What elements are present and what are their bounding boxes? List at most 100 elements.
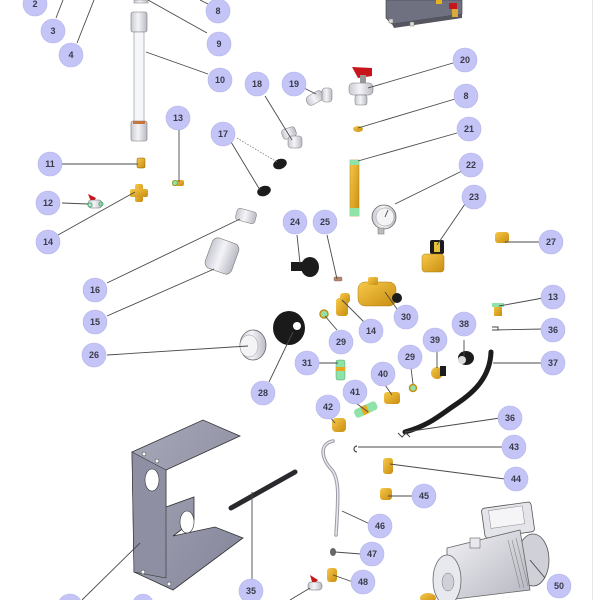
leader-line (264, 95, 293, 141)
callout-bubble[interactable] (315, 394, 341, 420)
callout-bubble[interactable] (397, 344, 423, 370)
callout-bubble[interactable] (342, 379, 368, 405)
callout-bubble[interactable] (165, 105, 191, 131)
callout-bubble-partial[interactable] (132, 593, 154, 605)
callout-28[interactable]: 28 (250, 380, 276, 406)
callout-bubble[interactable] (282, 209, 308, 235)
callout-45[interactable]: 45 (411, 483, 437, 509)
callout-bubble[interactable] (35, 190, 61, 216)
callout-bubble[interactable] (538, 229, 564, 255)
callout-bubble[interactable] (205, 0, 231, 24)
callout-bubble[interactable] (281, 71, 307, 97)
callout-bubble[interactable] (359, 541, 385, 567)
callout-2[interactable]: 2 (22, 0, 48, 17)
callout-10[interactable]: 10 (207, 67, 233, 93)
callout-bubble[interactable] (501, 434, 527, 460)
callout-29[interactable]: 29 (397, 344, 423, 370)
callout-bubble[interactable] (370, 361, 396, 387)
callout-40[interactable]: 40 (370, 361, 396, 387)
callout-37[interactable]: 37 (540, 350, 566, 376)
callout-50[interactable]: 50 (546, 573, 572, 599)
callout-number: 38 (459, 319, 469, 329)
callout-bubble[interactable] (206, 31, 232, 57)
callout-22[interactable]: 22 (458, 152, 484, 178)
callout-bubble[interactable] (540, 317, 566, 343)
callout-11[interactable]: 11 (37, 151, 63, 177)
callout-48[interactable]: 48 (350, 569, 376, 595)
callout-bubble[interactable] (82, 277, 108, 303)
callout-bubble[interactable] (358, 318, 384, 344)
leader-line (106, 345, 249, 356)
callout-bubble[interactable] (35, 229, 61, 255)
callout-bubble[interactable] (452, 47, 478, 73)
callout-bubble[interactable] (503, 466, 529, 492)
callout-44[interactable]: 44 (503, 466, 529, 492)
callout-bubble[interactable] (294, 350, 320, 376)
callout-bubble[interactable] (22, 0, 48, 17)
callout-41[interactable]: 41 (342, 379, 368, 405)
callout-bubble[interactable] (312, 209, 338, 235)
callout-27[interactable]: 27 (538, 229, 564, 255)
callout-12[interactable]: 12 (35, 190, 61, 216)
callout-18[interactable]: 18 (244, 71, 270, 97)
callout-14[interactable]: 14 (358, 318, 384, 344)
callout-13[interactable]: 13 (165, 105, 191, 131)
callout-4[interactable]: 4 (58, 42, 84, 68)
callout-35[interactable]: 35 (238, 578, 264, 604)
callout-bubble[interactable] (461, 184, 487, 210)
callout-46[interactable]: 46 (367, 513, 393, 539)
callout-bubble[interactable] (546, 573, 572, 599)
callout-36[interactable]: 36 (540, 317, 566, 343)
callout-47[interactable]: 47 (359, 541, 385, 567)
callout-20[interactable]: 20 (452, 47, 478, 73)
callout-bubble[interactable] (540, 350, 566, 376)
callout-bubble[interactable] (250, 380, 276, 406)
callout-38[interactable]: 38 (451, 311, 477, 337)
callout-bubble[interactable] (207, 67, 233, 93)
callout-bubble[interactable] (367, 513, 393, 539)
small-screw (333, 276, 343, 282)
callout-bubble[interactable] (210, 121, 236, 147)
callout-9[interactable]: 9 (206, 31, 232, 57)
callout-bubble[interactable] (58, 42, 84, 68)
callout-30[interactable]: 30 (393, 304, 419, 330)
callout-8[interactable]: 8 (205, 0, 231, 24)
callout-36[interactable]: 36 (497, 405, 523, 431)
callout-14[interactable]: 14 (35, 229, 61, 255)
callout-number: 14 (43, 237, 53, 247)
callout-bubble[interactable] (497, 405, 523, 431)
callout-bubble[interactable] (393, 304, 419, 330)
callout-16[interactable]: 16 (82, 277, 108, 303)
callout-bubble[interactable] (411, 483, 437, 509)
callout-bubble[interactable] (40, 18, 66, 44)
callout-43[interactable]: 43 (501, 434, 527, 460)
callout-31[interactable]: 31 (294, 350, 320, 376)
callout-bubble[interactable] (458, 152, 484, 178)
callout-25[interactable]: 25 (312, 209, 338, 235)
callout-bubble[interactable] (37, 151, 63, 177)
callout-17[interactable]: 17 (210, 121, 236, 147)
callout-bubble[interactable] (422, 327, 448, 353)
callout-29[interactable]: 29 (328, 329, 354, 355)
callout-21[interactable]: 21 (456, 116, 482, 142)
callout-24[interactable]: 24 (282, 209, 308, 235)
callout-bubble[interactable] (81, 342, 107, 368)
callout-15[interactable]: 15 (82, 309, 108, 335)
callout-39[interactable]: 39 (422, 327, 448, 353)
callout-bubble[interactable] (453, 83, 479, 109)
callout-3[interactable]: 3 (40, 18, 66, 44)
callout-bubble[interactable] (451, 311, 477, 337)
callout-bubble[interactable] (244, 71, 270, 97)
callout-bubble[interactable] (350, 569, 376, 595)
callout-bubble[interactable] (82, 309, 108, 335)
callout-13[interactable]: 13 (540, 284, 566, 310)
callout-bubble[interactable] (540, 284, 566, 310)
callout-42[interactable]: 42 (315, 394, 341, 420)
callout-8[interactable]: 8 (453, 83, 479, 109)
callout-bubble[interactable] (456, 116, 482, 142)
callout-26[interactable]: 26 (81, 342, 107, 368)
callout-23[interactable]: 23 (461, 184, 487, 210)
callout-bubble-partial[interactable] (57, 593, 83, 605)
callout-19[interactable]: 19 (281, 71, 307, 97)
callout-bubble[interactable] (328, 329, 354, 355)
